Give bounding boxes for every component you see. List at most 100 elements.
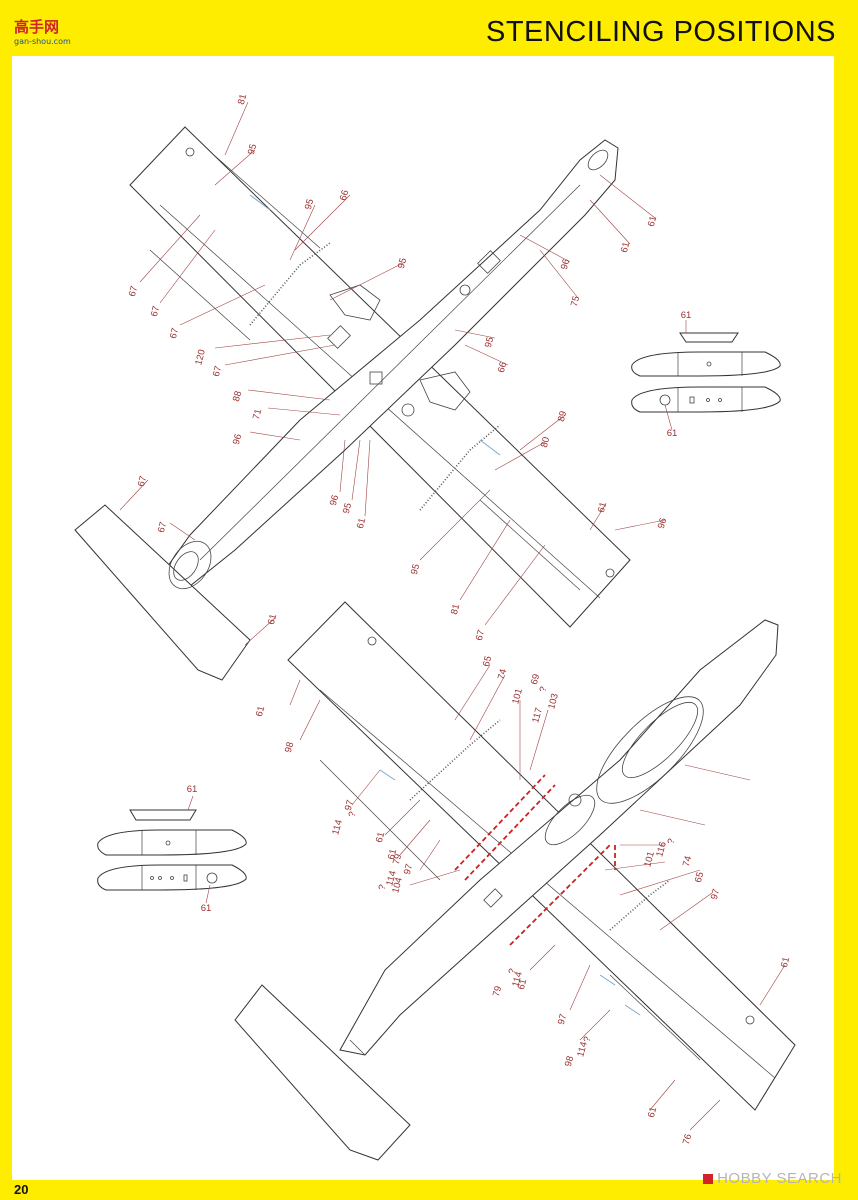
stencil-callout-label: 95 xyxy=(246,143,259,156)
stencil-callout-label: 95 xyxy=(483,336,496,349)
tank-group-upper xyxy=(631,332,781,413)
stencil-callout-label: 98 xyxy=(563,1055,576,1068)
stencil-callout-label: 88 xyxy=(231,390,244,403)
stencil-callout-label: 61 xyxy=(646,1106,659,1119)
stencil-callout-label: 120 xyxy=(193,348,208,366)
stencil-callout-label: 114 xyxy=(575,1041,590,1058)
upper-leader-lines xyxy=(119,101,687,646)
watermark: HOBBY SEARCH xyxy=(703,1170,842,1187)
stencil-callout-label: 61 xyxy=(355,517,368,530)
stencil-callout-label: 79 xyxy=(491,985,504,998)
hobbysearch-icon xyxy=(703,1174,714,1185)
stencil-callout-label: 67 xyxy=(156,521,169,534)
upper-fuselage xyxy=(143,139,619,599)
stencil-callout-label: 74 xyxy=(681,855,694,868)
stencil-callout-label: 97 xyxy=(343,799,356,812)
logo-text: 高手网 xyxy=(14,19,60,36)
lower-leader-lines xyxy=(187,664,786,1131)
stencil-callout-label: 103 xyxy=(546,692,561,710)
stencil-callout-label: 67 xyxy=(149,305,162,318)
stencil-callout-label: 66 xyxy=(496,361,509,374)
tank-strap-upper xyxy=(679,332,739,343)
stencil-callout-label: 74 xyxy=(496,668,509,681)
page-number: 20 xyxy=(14,1182,29,1197)
stencil-callout-label: 65 xyxy=(481,655,494,668)
tank-top-upper xyxy=(631,351,781,377)
stencil-callout-label: 89 xyxy=(556,410,569,423)
stencil-callout-label: 65 xyxy=(693,871,706,884)
stencil-callout-label: 61 xyxy=(187,784,198,795)
stencil-callout-label: 101 xyxy=(642,850,657,868)
stencil-labels: 8195669595616196756767671206788719696956… xyxy=(127,93,792,1146)
stencil-callout-label: ? xyxy=(582,1035,594,1043)
page-title: STENCILING POSITIONS xyxy=(486,16,836,48)
upper-tail xyxy=(74,504,251,681)
logo-url: gan-shou.com xyxy=(14,37,71,46)
stencil-callout-label: 96 xyxy=(231,433,244,446)
stencil-callout-label: 67 xyxy=(136,475,149,488)
stencil-callout-label: 67 xyxy=(127,285,140,298)
stencil-callout-label: 81 xyxy=(236,93,249,106)
lower-aircraft xyxy=(234,601,796,1161)
stencil-callout-label: 66 xyxy=(338,189,351,202)
tank-side-lower xyxy=(97,864,247,891)
stencil-callout-label: 117 xyxy=(530,707,545,724)
stencil-callout-label: 75 xyxy=(569,295,582,308)
lower-fuselage xyxy=(339,619,779,1056)
stencil-callout-label: 116 xyxy=(654,841,669,858)
site-logo: 高手网 gan-shou.com xyxy=(6,8,86,50)
stencil-callout-label: 104 xyxy=(390,876,405,894)
tank-side-upper xyxy=(631,386,781,413)
stencil-callout-label: 96 xyxy=(559,258,572,271)
stencil-callout-label: 114 xyxy=(510,971,525,988)
stencil-callout-label: 95 xyxy=(341,502,354,515)
stencil-callout-label: 96 xyxy=(656,517,669,530)
tank-top-lower xyxy=(97,829,247,856)
stencil-callout-label: 96 xyxy=(328,494,341,507)
stencil-callout-label: 114 xyxy=(330,819,345,836)
stencil-callout-label: 79 xyxy=(391,853,404,866)
stencil-callout-label: 95 xyxy=(303,198,316,211)
stencil-callout-label: ? xyxy=(507,967,519,975)
stencil-callout-label: 81 xyxy=(449,603,462,616)
upper-aircraft xyxy=(74,126,631,681)
stencil-callout-label: ? xyxy=(666,837,678,845)
stencil-callout-label: 97 xyxy=(709,888,722,901)
stencil-callout-label: 61 xyxy=(619,241,632,254)
stencil-callout-label: 97 xyxy=(402,863,415,876)
stencil-callout-label: ? xyxy=(538,685,550,693)
lower-tail xyxy=(234,984,411,1161)
stencil-callout-label: 61 xyxy=(374,831,387,844)
stencil-callout-label: 76 xyxy=(681,1133,694,1146)
stencil-callout-label: 71 xyxy=(251,408,264,421)
tank-strap-lower xyxy=(129,809,197,821)
stencil-callout-label: 95 xyxy=(396,257,409,270)
stencil-callout-label: 67 xyxy=(211,365,224,378)
title-bar xyxy=(12,10,846,56)
stencil-callout-label: 61 xyxy=(201,903,212,914)
stencil-callout-label: 61 xyxy=(386,848,399,861)
stencil-callout-label: 69 xyxy=(529,673,542,686)
stencil-callout-label: 61 xyxy=(516,978,529,991)
stencil-callout-label: 61 xyxy=(667,428,678,439)
stencil-callout-label: 114 xyxy=(384,870,399,887)
stencil-callout-label: 67 xyxy=(168,327,181,340)
stencil-callout-label: ? xyxy=(347,810,359,818)
stencil-callout-label: 80 xyxy=(539,436,552,449)
stencil-callout-label: ? xyxy=(377,883,389,891)
stencil-callout-label: 95 xyxy=(409,563,422,576)
stencil-callout-label: 61 xyxy=(681,310,692,321)
stencil-callout-label: 61 xyxy=(779,956,792,969)
stencil-callout-label: 67 xyxy=(474,629,487,642)
stencil-callout-label: 101 xyxy=(510,687,525,705)
canopy xyxy=(596,696,704,804)
stencil-callout-label: 61 xyxy=(266,613,279,626)
stencil-callout-label: 98 xyxy=(283,741,296,754)
stencil-callout-label: 61 xyxy=(596,501,609,514)
tank-group-lower xyxy=(97,809,247,891)
watermark-text: HOBBY SEARCH xyxy=(717,1170,842,1187)
stencil-callout-label: 61 xyxy=(254,705,267,718)
stencil-callout-label: 61 xyxy=(646,215,659,228)
stencil-callout-label: 97 xyxy=(556,1013,569,1026)
